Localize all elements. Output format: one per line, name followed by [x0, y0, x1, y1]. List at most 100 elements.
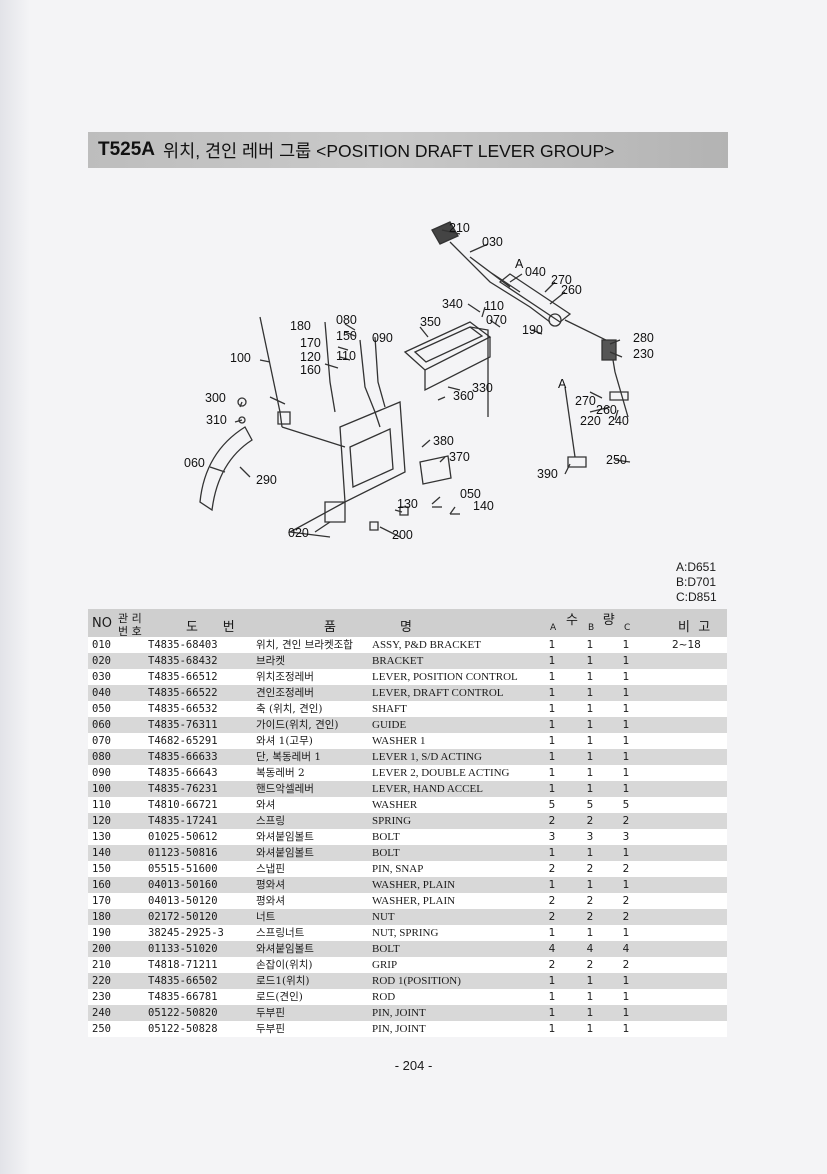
- cell-b: 1: [586, 687, 594, 699]
- svg-text:340: 340: [442, 297, 463, 311]
- svg-text:250: 250: [606, 453, 627, 467]
- cell-no: 090: [92, 767, 111, 779]
- svg-text:150: 150: [336, 329, 357, 343]
- svg-text:290: 290: [256, 473, 277, 487]
- cell-a: 1: [548, 767, 556, 779]
- cell-c: 1: [622, 655, 630, 667]
- cell-c: 1: [622, 751, 630, 763]
- cell-kor: 축 (위치, 견인): [256, 703, 323, 715]
- svg-text:370: 370: [449, 450, 470, 464]
- cell-b: 2: [586, 863, 594, 875]
- cell-b: 2: [586, 959, 594, 971]
- cell-c: 2: [622, 863, 630, 875]
- cell-eng: LEVER, HAND ACCEL: [372, 783, 483, 795]
- cell-eng: ASSY, P&D BRACKET: [372, 639, 481, 651]
- svg-text:080: 080: [336, 313, 357, 327]
- cell-no: 180: [92, 911, 111, 923]
- cell-no: 100: [92, 783, 111, 795]
- cell-a: 2: [548, 863, 556, 875]
- cell-kor: 스냅핀: [256, 863, 285, 875]
- section-code: T525A: [98, 139, 156, 160]
- svg-text:090: 090: [372, 331, 393, 345]
- cell-b: 2: [586, 815, 594, 827]
- cell-no: 240: [92, 1007, 111, 1019]
- section-title: 위치, 견인 레버 그룹 <POSITION DRAFT LEVER GROUP…: [163, 140, 615, 161]
- svg-text:390: 390: [537, 467, 558, 481]
- svg-text:180: 180: [290, 319, 311, 333]
- cell-eng: WASHER 1: [372, 735, 426, 747]
- cell-part: T4810-66721: [148, 799, 218, 811]
- model-b: B:D701: [676, 575, 717, 589]
- section-title-bar: T525A 위치, 견인 레버 그룹 <POSITION DRAFT LEVER…: [88, 132, 728, 168]
- cell-a: 1: [548, 1007, 556, 1019]
- cell-part: 02172-50120: [148, 911, 218, 923]
- cell-part: T4835-66502: [148, 975, 218, 987]
- svg-text:220: 220: [580, 414, 601, 428]
- cell-b: 1: [586, 703, 594, 715]
- cell-kor: 핸드악셀레버: [256, 783, 314, 795]
- cell-part: 38245-2925-3: [148, 927, 224, 939]
- svg-text:030: 030: [482, 235, 503, 249]
- cell-no: 080: [92, 751, 111, 763]
- cell-part: T4835-66781: [148, 991, 218, 1003]
- cell-kor: 너트: [256, 911, 276, 923]
- cell-kor: 로드1(위치): [256, 975, 310, 987]
- cell-c: 1: [622, 975, 630, 987]
- cell-kor: 가이드(위치, 견인): [256, 719, 339, 731]
- cell-part: 05122-50820: [148, 1007, 218, 1019]
- cell-eng: NUT, SPRING: [372, 927, 439, 939]
- cell-no: 010: [92, 639, 111, 651]
- cell-a: 1: [548, 735, 556, 747]
- cell-eng: ROD 1(POSITION): [372, 975, 461, 987]
- header-drawing-no: 도 번: [186, 620, 235, 635]
- cell-no: 060: [92, 719, 111, 731]
- svg-text:280: 280: [633, 331, 654, 345]
- cell-no: 210: [92, 959, 111, 971]
- model-c: C:D851: [676, 590, 717, 604]
- cell-kor: 견인조정레버: [256, 687, 314, 699]
- header-qty-a: A: [550, 623, 557, 633]
- cell-kor: 손잡이(위치): [256, 959, 313, 971]
- cell-eng: PIN, SNAP: [372, 863, 424, 875]
- cell-part: T4835-76231: [148, 783, 218, 795]
- cell-no: 120: [92, 815, 111, 827]
- cell-part: T4818-71211: [148, 959, 218, 971]
- cell-kor: 와셔 1(고무): [256, 735, 313, 747]
- cell-c: 1: [622, 927, 630, 939]
- cell-eng: WASHER: [372, 799, 418, 811]
- header-note: 비 고: [678, 620, 711, 635]
- cell-a: 1: [548, 655, 556, 667]
- cell-kor: 와셔붙임볼트: [256, 831, 314, 843]
- svg-text:270: 270: [575, 394, 596, 408]
- cell-c: 1: [622, 783, 630, 795]
- cell-part: T4835-68432: [148, 655, 218, 667]
- cell-part: T4682-65291: [148, 735, 218, 747]
- cell-eng: LEVER, DRAFT CONTROL: [372, 687, 504, 699]
- cell-eng: WASHER, PLAIN: [372, 895, 456, 907]
- svg-text:380: 380: [433, 434, 454, 448]
- svg-text:200: 200: [392, 528, 413, 542]
- svg-text:A: A: [515, 257, 524, 271]
- cell-c: 1: [622, 1023, 630, 1035]
- svg-text:270: 270: [551, 273, 572, 287]
- cell-part: T4835-66633: [148, 751, 218, 763]
- cell-no: 140: [92, 847, 111, 859]
- cell-c: 1: [622, 639, 630, 651]
- cell-eng: BOLT: [372, 847, 400, 859]
- cell-part: 01133-51020: [148, 943, 218, 955]
- cell-note: 2~18: [672, 639, 701, 651]
- header-qty: 수 량: [566, 613, 615, 628]
- cell-eng: LEVER, POSITION CONTROL: [372, 671, 518, 683]
- cell-kor: 스프링너트: [256, 927, 305, 939]
- cell-a: 1: [548, 671, 556, 683]
- svg-text:310: 310: [206, 413, 227, 427]
- cell-part: 01123-50816: [148, 847, 218, 859]
- cell-eng: LEVER 1, S/D ACTING: [372, 751, 482, 763]
